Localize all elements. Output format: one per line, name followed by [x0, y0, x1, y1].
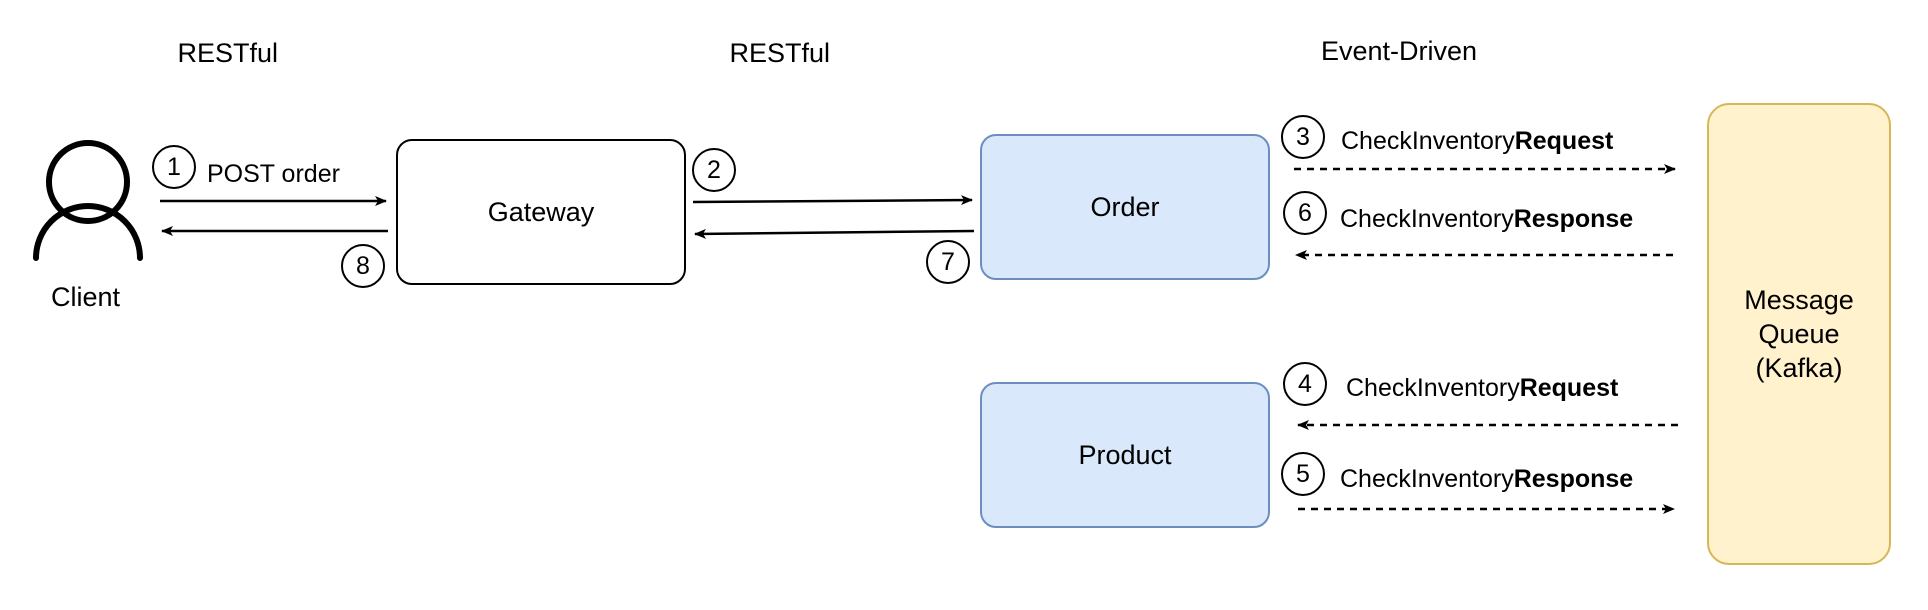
gateway-node: Gateway — [396, 139, 686, 285]
message-name-suffix: Response — [1513, 205, 1634, 233]
gateway-label: Gateway — [487, 196, 595, 227]
check-inventory-response-label-product: CheckInventoryResponse — [1340, 465, 1633, 494]
post-order-label: POST order — [207, 160, 340, 188]
message-name-suffix: Request — [1514, 127, 1614, 155]
message-name-prefix: CheckInventory — [1340, 465, 1514, 493]
message-queue-label-line-1: Message — [1744, 285, 1854, 315]
message-name-suffix: Response — [1513, 465, 1634, 493]
step-badge-5: 5 — [1281, 452, 1325, 496]
check-inventory-response-label-order: CheckInventoryResponse — [1340, 205, 1633, 234]
message-name-prefix: CheckInventory — [1346, 374, 1520, 402]
product-service-node: Product — [980, 382, 1270, 528]
message-name-prefix: CheckInventory — [1340, 205, 1514, 233]
message-name-suffix: Request — [1519, 374, 1619, 402]
section-label-restful-client-gateway: RESTful — [177, 38, 279, 68]
message-queue-label-line-3: (Kafka) — [1755, 353, 1843, 383]
client-label: Client — [51, 282, 121, 312]
check-inventory-request-label-order: CheckInventoryRequest — [1341, 127, 1613, 156]
order-label: Order — [1090, 191, 1160, 222]
arrow-order-to-gateway — [694, 228, 975, 239]
message-name-prefix: CheckInventory — [1341, 127, 1515, 155]
product-label: Product — [1078, 439, 1172, 470]
step-badge-6: 6 — [1283, 191, 1327, 235]
step-badge-8: 8 — [341, 244, 385, 288]
user-icon — [33, 140, 143, 261]
section-label-event-driven: Event-Driven — [1321, 36, 1478, 66]
check-inventory-request-label-product: CheckInventoryRequest — [1346, 374, 1618, 403]
section-label-restful-gateway-order: RESTful — [729, 38, 831, 68]
step-badge-2: 2 — [692, 148, 736, 192]
step-badge-4: 4 — [1283, 362, 1327, 406]
step-badge-7: 7 — [926, 240, 970, 284]
order-service-node: Order — [980, 134, 1270, 280]
step-badge-1: 1 — [152, 145, 196, 189]
arrow-gateway-to-order — [692, 195, 973, 206]
message-queue-node: Message Queue (Kafka) — [1707, 103, 1891, 565]
step-badge-3: 3 — [1281, 115, 1325, 159]
message-queue-label-line-2: Queue — [1758, 319, 1840, 349]
